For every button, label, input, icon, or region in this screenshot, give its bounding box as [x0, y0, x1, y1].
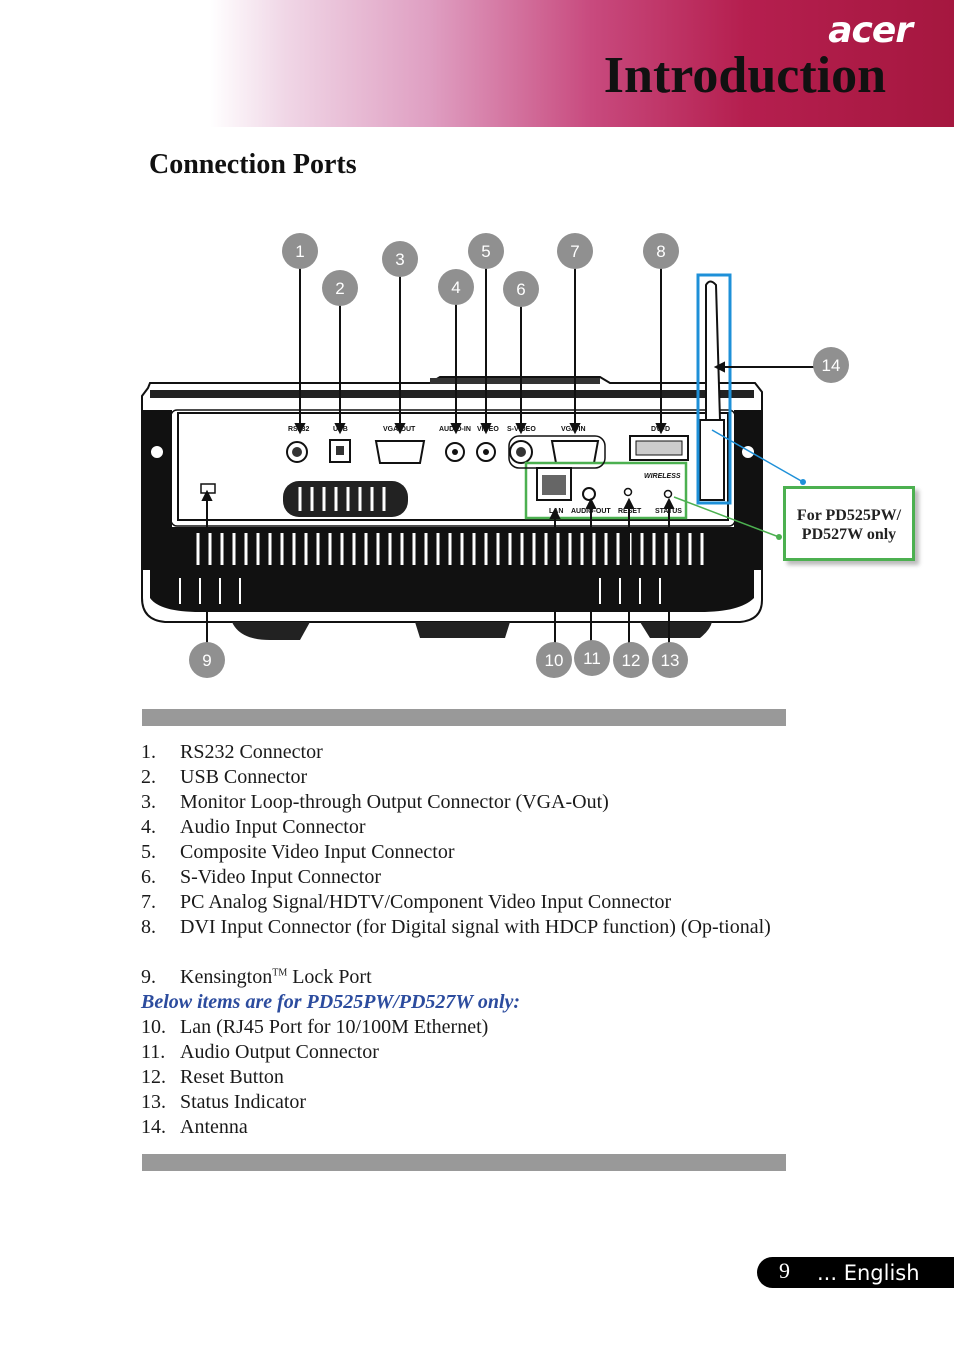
bottom-divider-bar — [142, 1154, 786, 1171]
callout-4: 4 — [451, 278, 460, 297]
list-item: 9.KensingtonTM Lock Port — [141, 966, 372, 988]
list-item: 1.RS232 Connector — [141, 741, 323, 763]
callout-11: 11 — [583, 649, 601, 668]
callout-6: 6 — [516, 280, 525, 299]
list-item: 11.Audio Output Connector — [141, 1041, 379, 1063]
antenna-highlight-box — [696, 273, 732, 505]
projector-rear-diagram: RS232 USB VGA-OUT AUDIO-IN VIDEO S-VIDEO… — [141, 233, 849, 678]
list-item: 10.Lan (RJ45 Port for 10/100M Ethernet) — [141, 1016, 489, 1038]
callout-12: 12 — [622, 651, 641, 670]
page-number: 9 — [779, 1258, 790, 1283]
list-item: 6.S-Video Input Connector — [141, 866, 381, 888]
footer-language: ... English — [817, 1261, 920, 1285]
callout-7: 7 — [570, 242, 579, 261]
acer-logo: acer — [828, 10, 913, 51]
list-item: 14.Antenna — [141, 1116, 248, 1138]
port-label-reset: RESET — [618, 508, 642, 515]
list-item: 3.Monitor Loop-through Output Connector … — [141, 791, 609, 813]
header-banner: acer Introduction — [0, 0, 954, 127]
callout-10: 10 — [545, 651, 564, 670]
callout-9: 9 — [202, 651, 211, 670]
callout-5: 5 — [481, 242, 490, 261]
list-item: 2.USB Connector — [141, 766, 308, 788]
wireless-model-note: For PD525PW/ PD527W only — [783, 486, 915, 561]
page-footer: 9 ... English — [757, 1257, 954, 1288]
section-title: Connection Ports — [149, 149, 357, 180]
projector-body: RS232 USB VGA-OUT AUDIO-IN VIDEO S-VIDEO… — [141, 376, 763, 640]
callout-3: 3 — [395, 250, 404, 269]
callout-2: 2 — [335, 279, 344, 298]
note-line-1: For PD525PW/ — [796, 507, 902, 524]
callout-8: 8 — [656, 242, 665, 261]
list-item: 5.Composite Video Input Connector — [141, 841, 455, 863]
wireless-items-subheading: Below items are for PD525PW/PD527W only: — [141, 991, 521, 1013]
antenna — [696, 273, 732, 505]
list-item: 13.Status Indicator — [141, 1091, 307, 1113]
top-divider-bar — [142, 709, 786, 726]
note-line-2: PD527W only — [801, 526, 897, 543]
wireless-group-box — [524, 461, 688, 520]
list-item: 4.Audio Input Connector — [141, 816, 366, 838]
page-title: Introduction — [603, 47, 886, 104]
callout-14: 14 — [822, 356, 841, 375]
callout-13: 13 — [661, 651, 680, 670]
port-label-wireless: WIRELESS — [644, 473, 681, 480]
list-item: 7.PC Analog Signal/HDTV/Component Video … — [141, 891, 672, 913]
list-item: 8.DVI Input Connector (for Digital signa… — [141, 916, 771, 938]
callout-1: 1 — [295, 242, 304, 261]
port-list: 1.RS232 Connector 2.USB Connector 3.Moni… — [141, 740, 791, 1140]
list-item: 12.Reset Button — [141, 1066, 284, 1088]
